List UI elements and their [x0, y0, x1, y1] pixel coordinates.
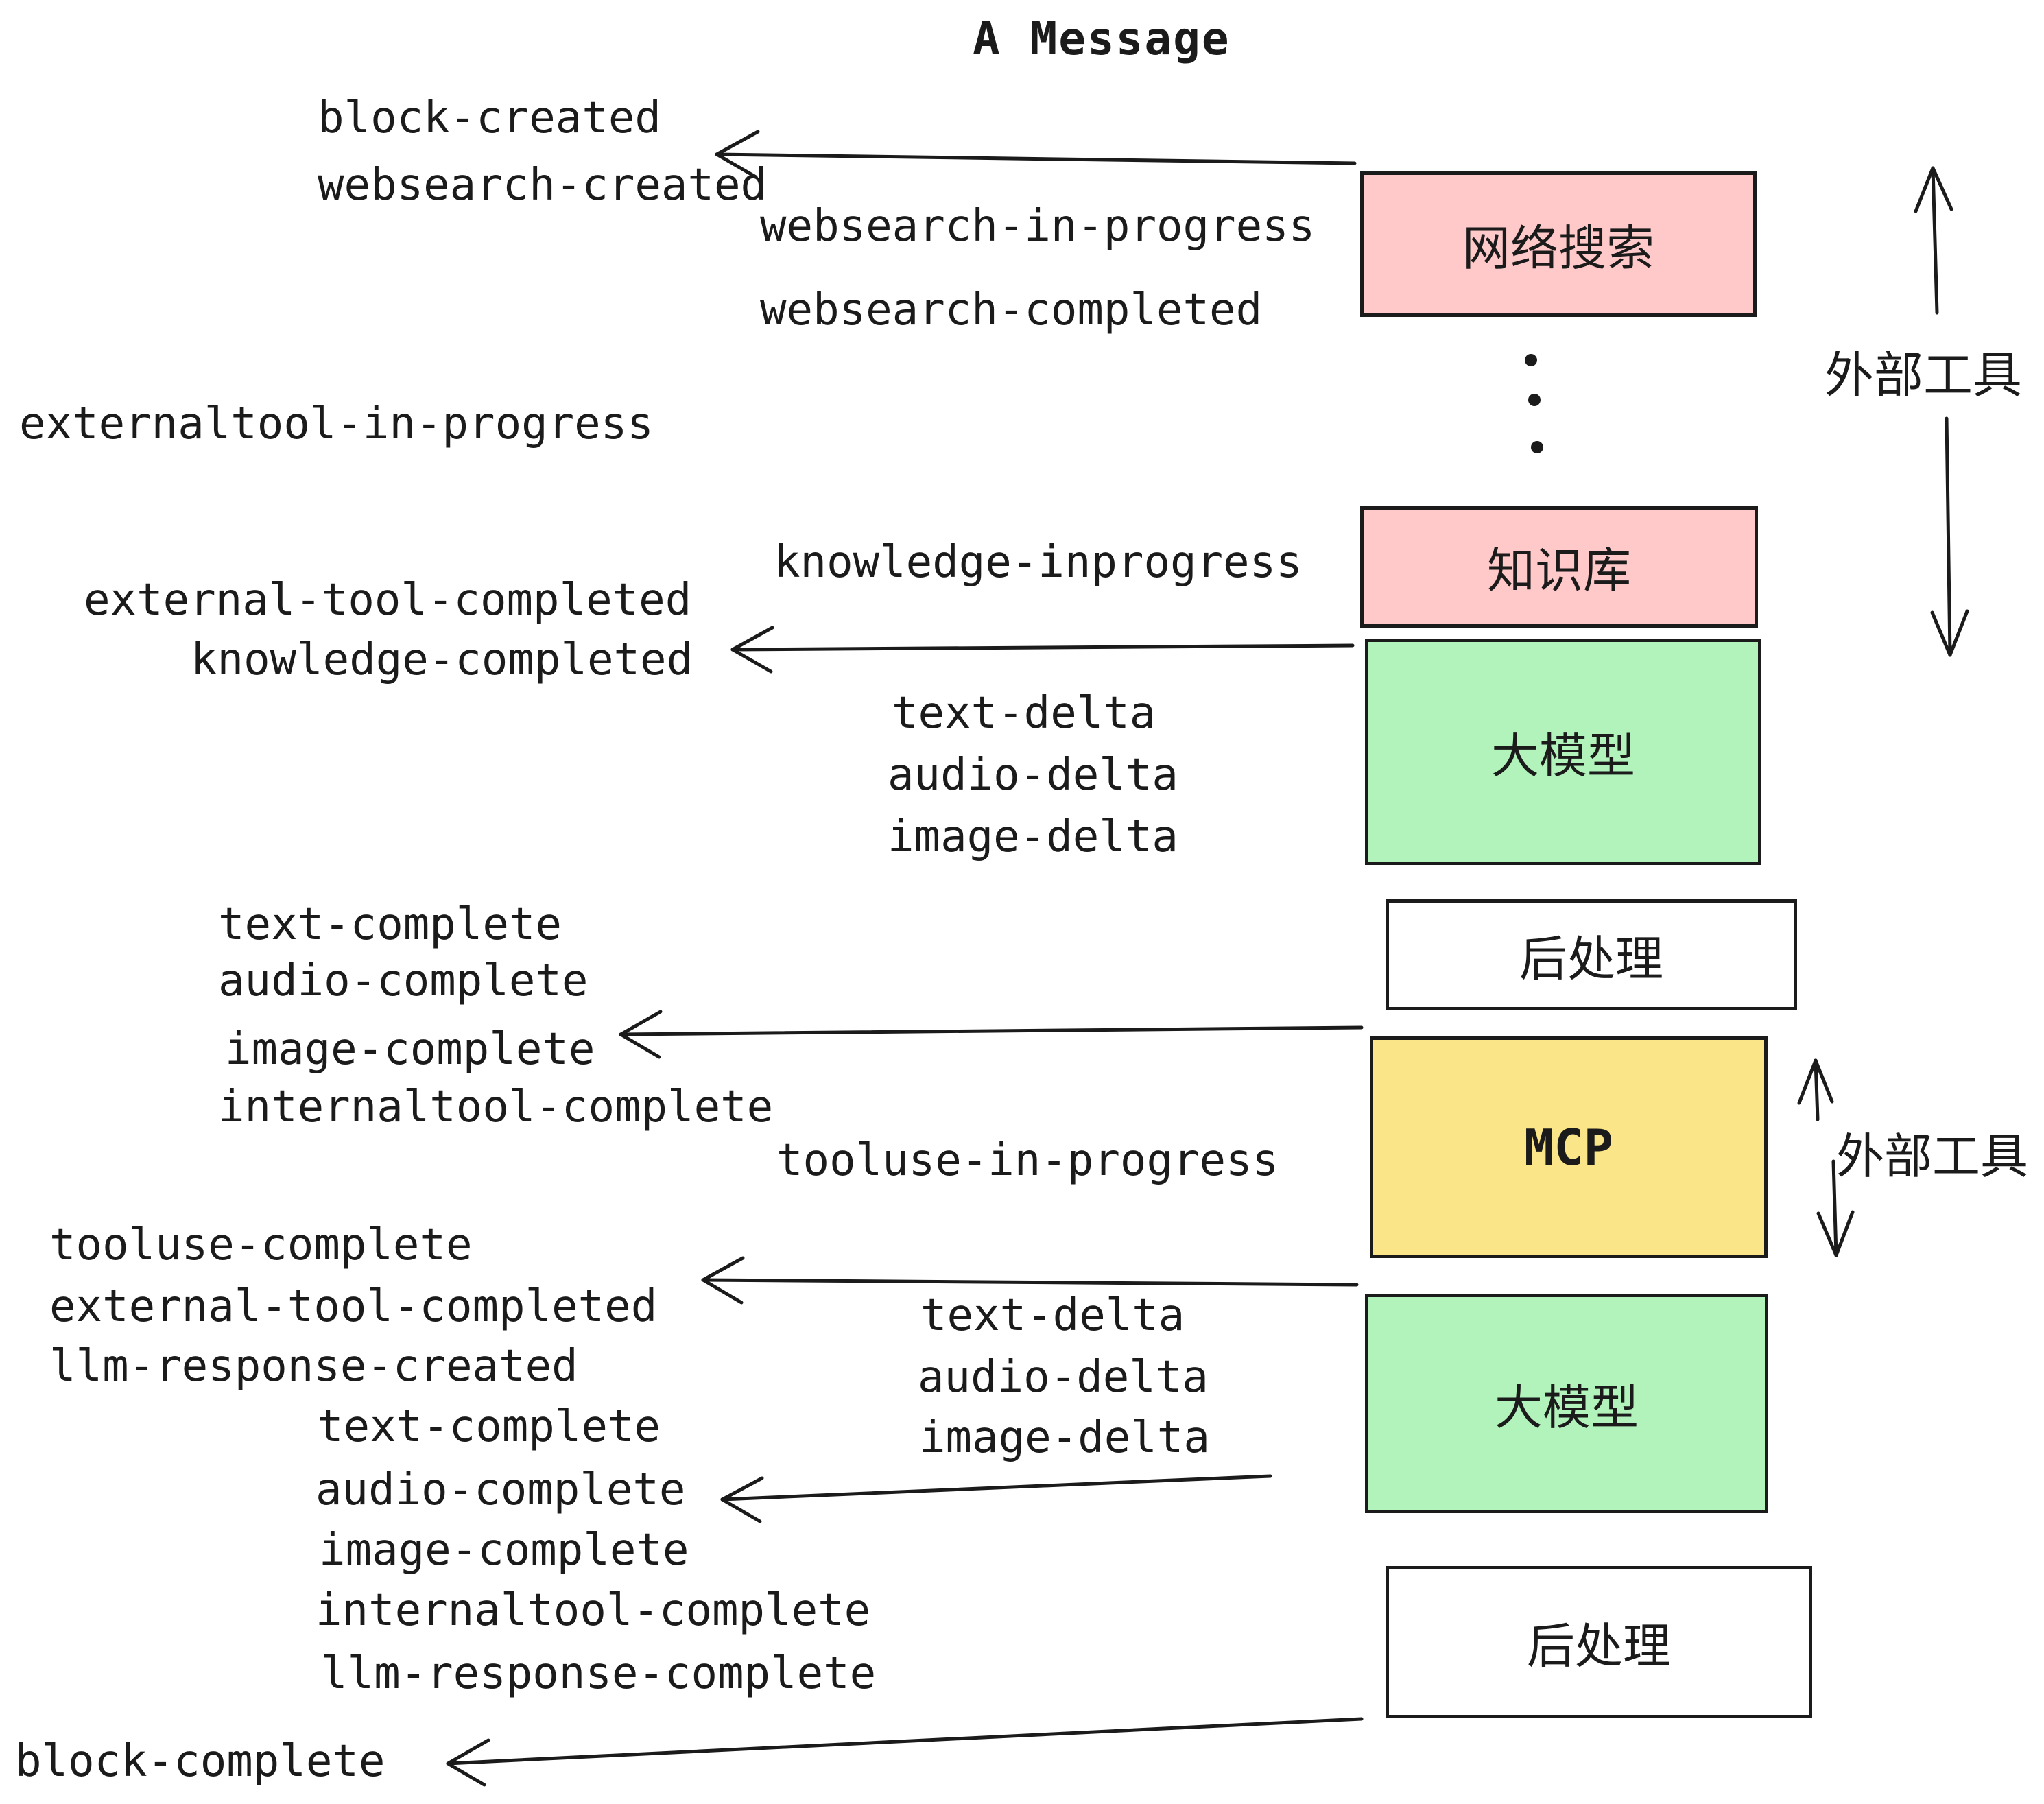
- arrow-block-complete: [446, 1717, 1364, 1787]
- event-label-block-created: block-created: [318, 93, 661, 143]
- node-mcp: MCP: [1370, 1036, 1768, 1258]
- arrow-audio-complete: [720, 1474, 1272, 1523]
- vertical-ellipsis-dots: [1525, 354, 1543, 453]
- event-label-block-complete: block-complete: [15, 1736, 385, 1787]
- event-label-internaltool-complete-2: internaltool-complete: [316, 1585, 871, 1636]
- event-label-externaltool-in-progress: externaltool-in-progress: [19, 399, 654, 449]
- arrow-knowledge-completed: [730, 626, 1355, 674]
- event-label-external-tool-completed-2: external-tool-completed: [49, 1281, 658, 1332]
- arrow-block-created: [715, 130, 1357, 179]
- external-tools-mcp-down-arrow: [1816, 1159, 1855, 1257]
- event-label-image-complete-1: image-complete: [225, 1024, 595, 1075]
- external-tools-annotation-top: 外部工具: [1825, 346, 2023, 404]
- event-label-text-complete-1: text-complete: [218, 899, 562, 950]
- node-websearch-label: 网络搜索: [1462, 219, 1654, 276]
- event-label-tooluse-in-progress: tooluse-in-progress: [776, 1135, 1279, 1186]
- event-label-audio-complete-2: audio-complete: [316, 1464, 686, 1515]
- event-label-audio-delta-1: audio-delta: [888, 750, 1178, 800]
- external-tools-top-down-arrow: [1930, 416, 1969, 657]
- node-postprocess-2-label: 后处理: [1527, 1617, 1671, 1674]
- arrow-image-complete: [619, 1010, 1364, 1059]
- node-postprocess-2: 后处理: [1386, 1566, 1812, 1718]
- event-label-audio-delta-2: audio-delta: [918, 1352, 1209, 1403]
- external-tools-top-up-arrow: [1914, 166, 1953, 315]
- node-mcp-label: MCP: [1523, 1118, 1614, 1176]
- event-label-knowledge-inprogress: knowledge-inprogress: [774, 537, 1303, 588]
- event-label-websearch-in-progress: websearch-in-progress: [760, 201, 1316, 252]
- external-tools-annotation-mcp: 外部工具: [1836, 1128, 2028, 1185]
- event-label-image-complete-2: image-complete: [319, 1525, 689, 1576]
- event-label-audio-complete-1: audio-complete: [218, 956, 589, 1006]
- event-label-llm-response-created: llm-response-created: [49, 1341, 578, 1392]
- event-label-image-delta-2: image-delta: [919, 1412, 1210, 1463]
- event-label-internaltool-complete-1: internaltool-complete: [218, 1082, 774, 1132]
- event-label-tooluse-complete: tooluse-complete: [49, 1220, 473, 1270]
- event-label-text-delta-2: text-delta: [920, 1290, 1185, 1341]
- page-title: A Message: [973, 12, 1231, 65]
- event-label-text-complete-2: text-complete: [317, 1401, 661, 1452]
- node-postprocess-1-label: 后处理: [1519, 930, 1663, 987]
- node-knowledge-base: 知识库: [1360, 506, 1758, 628]
- event-label-external-tool-completed-1: external-tool-completed: [84, 575, 692, 626]
- event-label-llm-response-complete: llm-response-complete: [321, 1648, 877, 1699]
- event-label-knowledge-completed: knowledge-completed: [191, 634, 693, 685]
- node-postprocess-1: 后处理: [1386, 899, 1797, 1010]
- node-llm-2: 大模型: [1365, 1294, 1768, 1513]
- event-label-text-delta-1: text-delta: [892, 688, 1156, 739]
- event-label-websearch-completed: websearch-completed: [760, 285, 1263, 335]
- node-knowledge-base-label: 知识库: [1487, 543, 1631, 599]
- node-llm-1: 大模型: [1365, 639, 1761, 865]
- node-llm-2-label: 大模型: [1495, 1379, 1639, 1436]
- event-label-websearch-created: websearch-created: [318, 160, 768, 211]
- node-llm-1-label: 大模型: [1491, 727, 1635, 784]
- event-label-image-delta-1: image-delta: [888, 811, 1178, 862]
- arrow-tooluse-complete: [701, 1256, 1359, 1305]
- node-websearch: 网络搜索: [1360, 171, 1757, 317]
- external-tools-mcp-up-arrow: [1797, 1058, 1834, 1121]
